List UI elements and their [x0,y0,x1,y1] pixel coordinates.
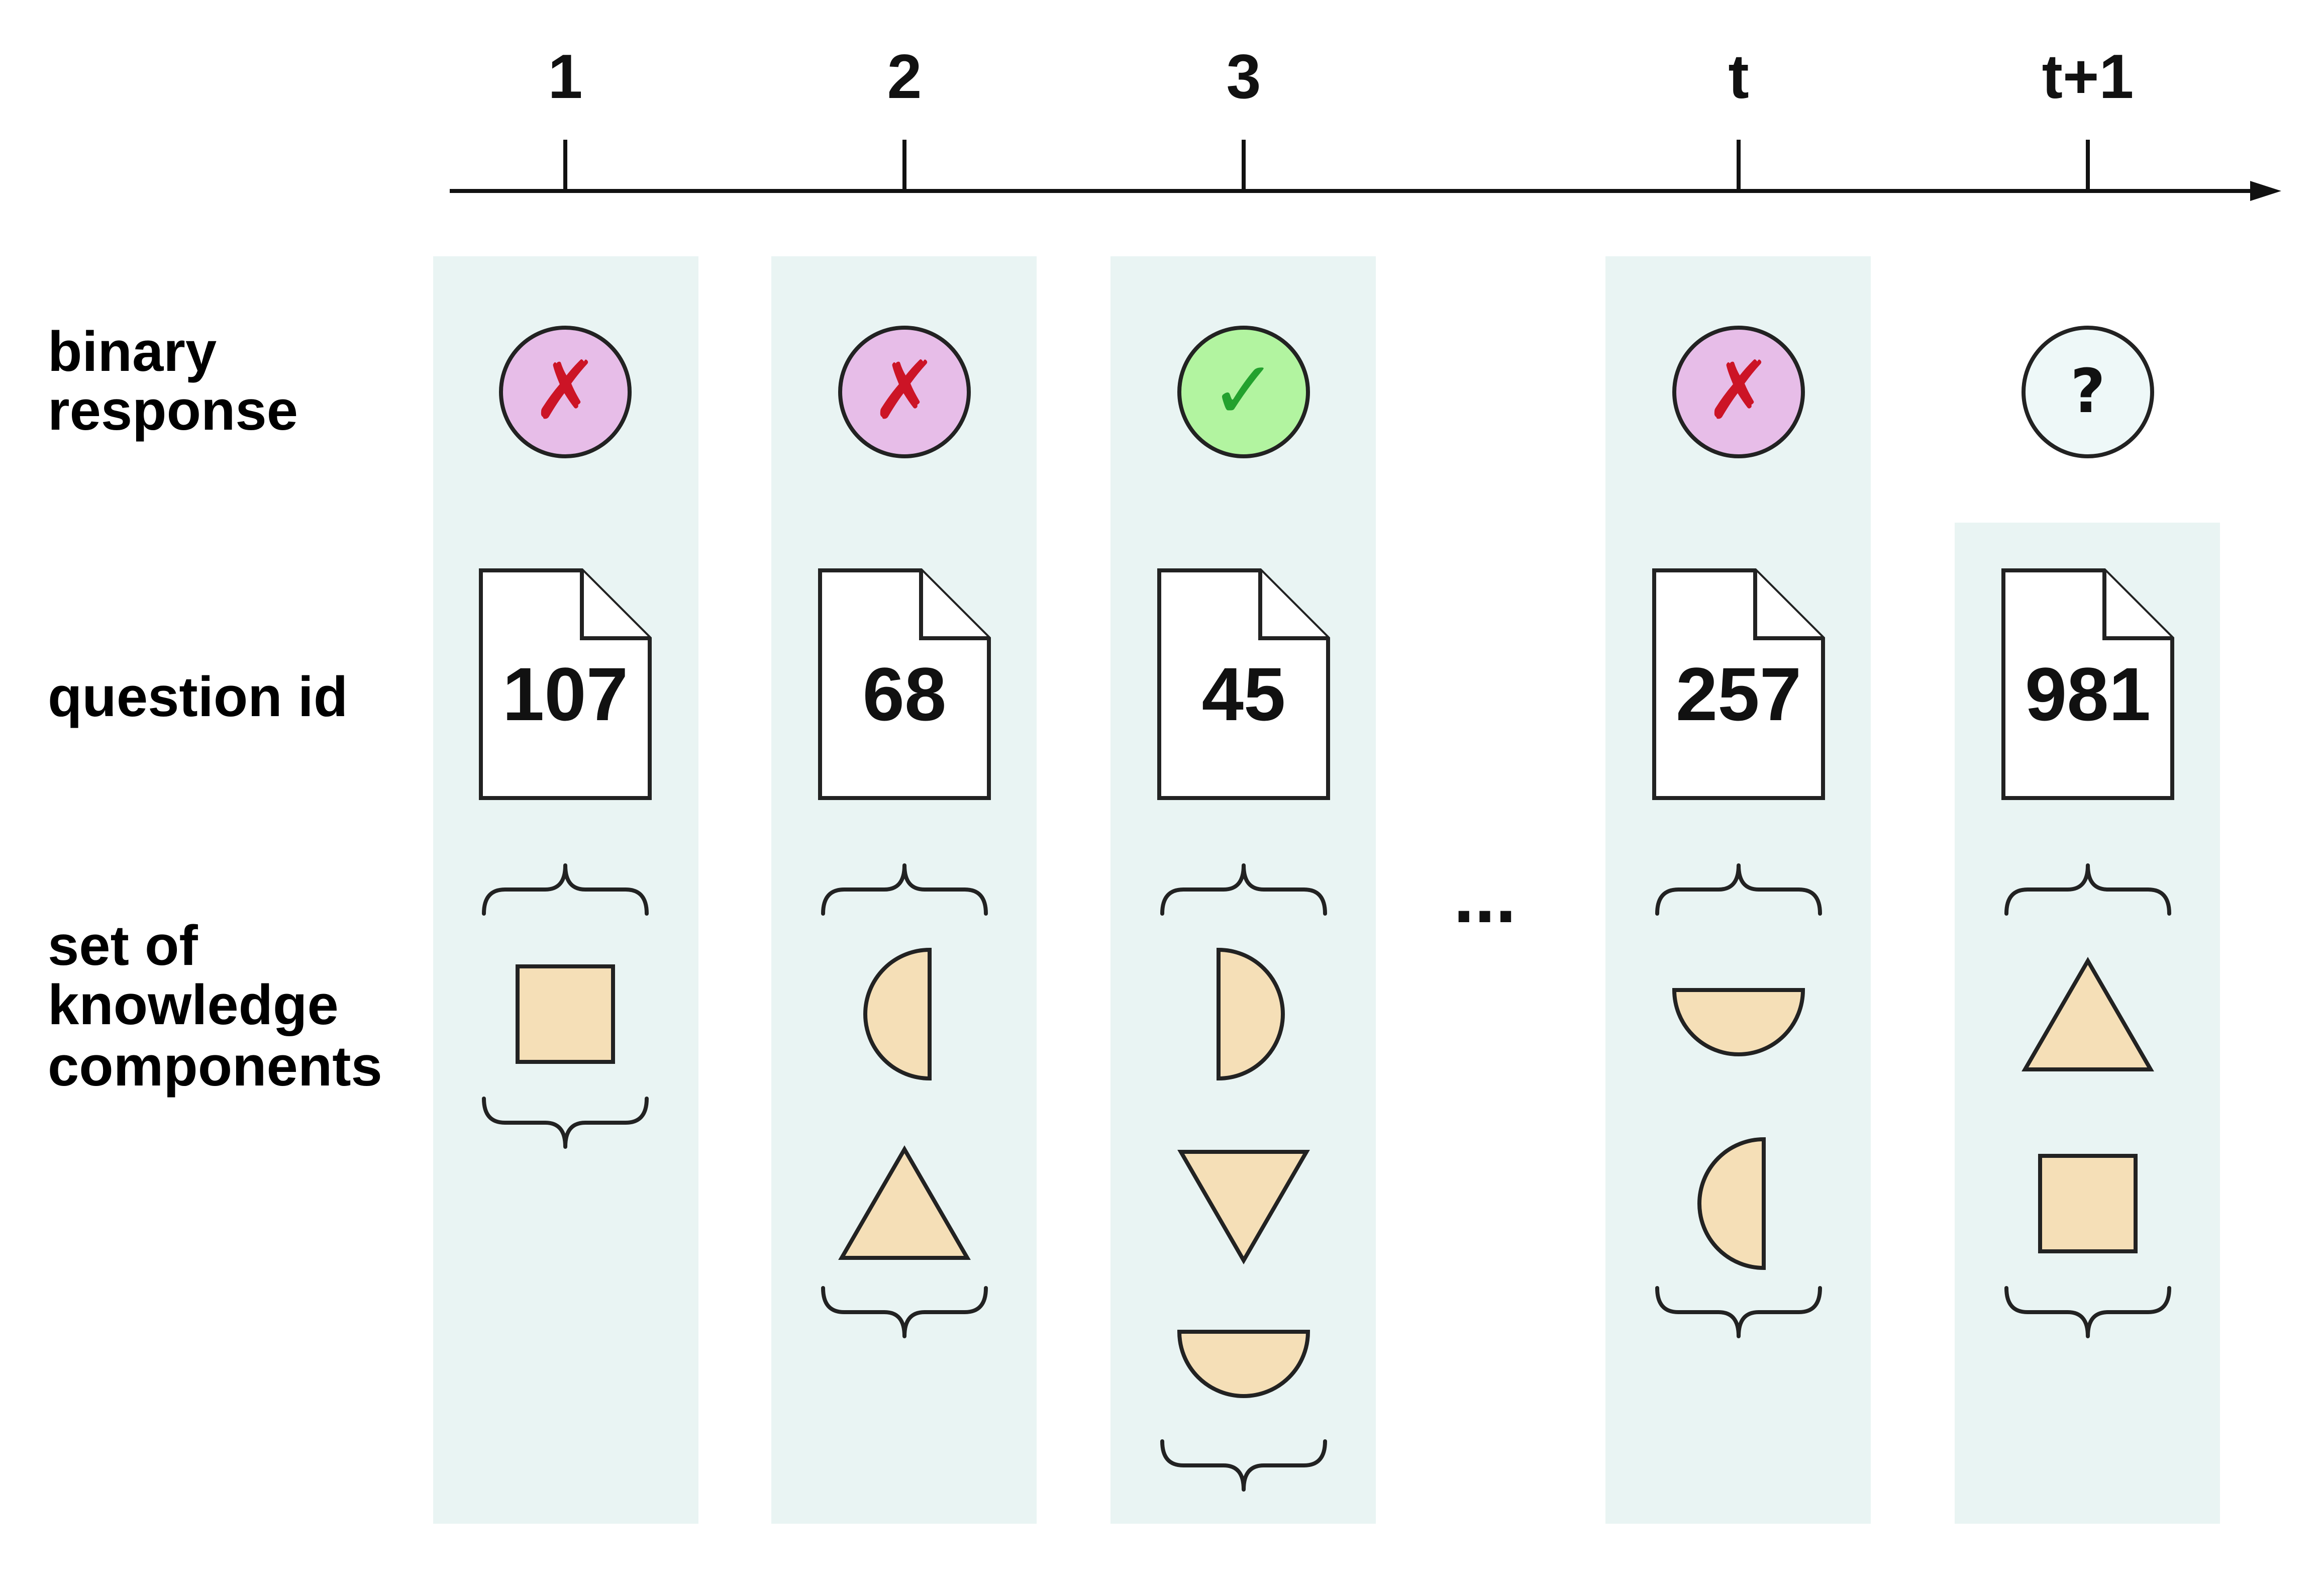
step-column: 2 ✗ 68 [818,42,991,1338]
kc-shape-triangle-up-icon [838,1145,971,1260]
closing-brace [1655,1286,1822,1338]
step-panel [1110,256,1376,1524]
document-fold [919,570,989,640]
row-label-kc-line-3: components [48,1035,382,1098]
checkmark-icon: ✓ [1210,343,1277,437]
cross-mark-icon: ✗ [1705,343,1772,437]
response-correct-badge [1177,326,1310,458]
document-fold [580,570,650,640]
opening-brace [482,863,649,916]
question-id-value: 107 [502,652,628,736]
question-id-value: 981 [2025,652,2151,736]
timeline-axis [450,181,2281,201]
step-panel [433,256,698,1524]
ellipsis: ... [1453,854,1516,938]
row-labels: binary response question id set of knowl… [48,320,382,1098]
response-wrong-badge [499,326,632,458]
step-column: t+1? 981 [2001,42,2174,1338]
closing-brace [821,1286,988,1338]
row-label-response: binary response [48,320,298,442]
question-id-value: 45 [1202,652,1286,736]
step-columns: 1 ✗ 107 2 ✗ 68 3 ✓ 45 t ✗ 257 t+1? 981 [479,42,2174,1492]
step-label: t+1 [2042,42,2134,112]
timeline-arrowhead [2250,181,2281,201]
response-unknown-badge [2022,326,2154,458]
kc-shape-triangle-down-icon [1177,1150,1310,1264]
row-label-response-line-1: binary [48,320,217,383]
document-fold [1258,570,1328,640]
kc-shape-triangle-up-icon [2022,957,2154,1071]
step-panel [1605,256,1871,1524]
row-label-question-id-line-1: question id [48,665,348,728]
kc-shape-half-circle-right-icon [1217,947,1285,1081]
step-column: t ✗ 257 [1652,42,1825,1338]
closing-brace [1160,1439,1327,1492]
cross-mark-icon: ✗ [532,343,599,437]
question-id-value: 68 [863,652,947,736]
step-label: t [1728,42,1749,112]
kc-shape-half-circle-bottom-icon [1177,1330,1310,1398]
document-fold [2102,570,2172,640]
closing-brace [482,1097,649,1149]
closing-brace [2004,1286,2171,1338]
step-panel [771,256,1037,1524]
response-wrong-badge [838,326,971,458]
row-label-kc-line-2: knowledge [48,973,339,1036]
step-column: 1 ✗ 107 [479,42,652,1149]
opening-brace [2004,863,2171,916]
row-label-question-id: question id [48,665,348,728]
row-label-response-line-2: response [48,379,298,442]
opening-brace [821,863,988,916]
kc-shape-square-icon [2038,1154,2138,1253]
opening-brace [1160,863,1327,916]
document-fold [1753,570,1823,640]
step-panels [433,256,2220,1524]
kc-shape-half-circle-left-icon [1697,1137,1766,1270]
cross-mark-icon: ✗ [871,343,938,437]
step-label: 1 [548,42,583,112]
response-wrong-badge [1672,326,1805,458]
row-label-knowledge-components: set of knowledge components [48,914,382,1098]
question-mark-icon: ? [2070,357,2105,427]
opening-brace [1655,863,1822,916]
question-id-value: 257 [1676,652,1801,736]
row-label-kc-line-1: set of [48,914,198,977]
step-column: 3 ✓ 45 [1157,42,1330,1492]
step-label: 2 [887,42,922,112]
kc-shape-square-icon [516,964,615,1064]
step-label: 3 [1227,42,1261,112]
kc-shape-half-circle-left-icon [863,947,932,1081]
kc-shape-half-circle-bottom-icon [1672,988,1805,1056]
